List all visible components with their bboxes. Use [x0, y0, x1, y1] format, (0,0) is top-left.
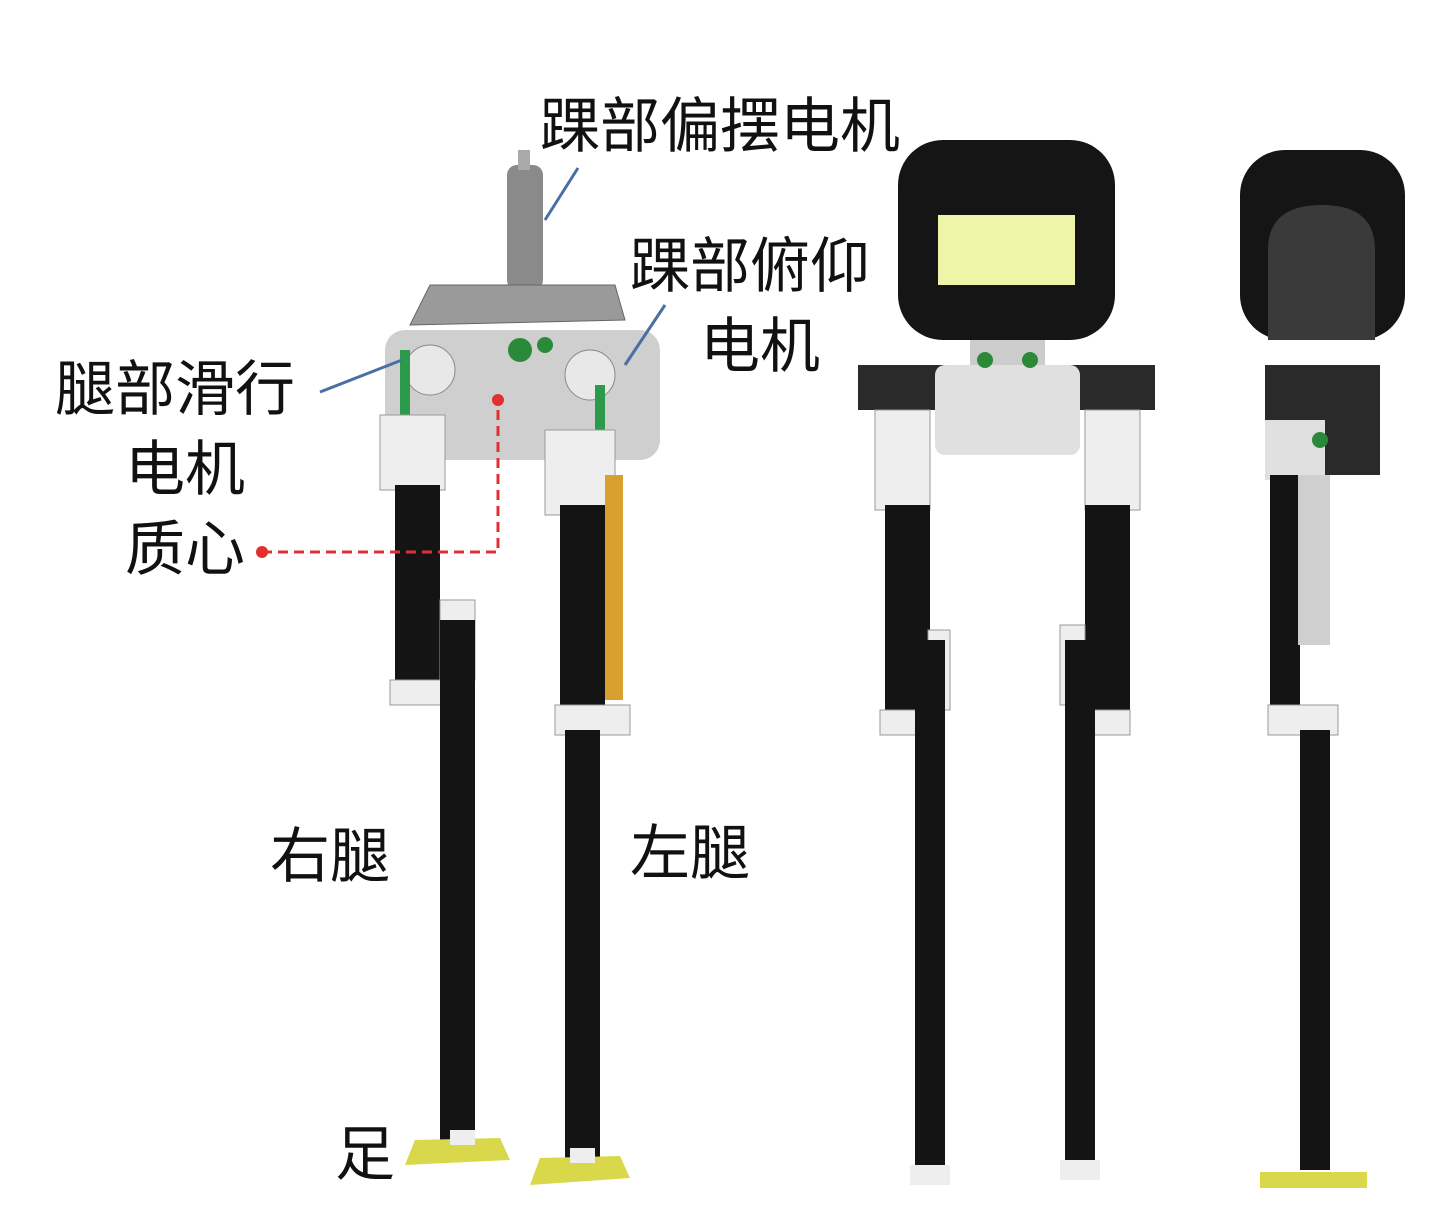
right-foot — [405, 1138, 510, 1165]
label-foot: 足 — [335, 1120, 395, 1190]
head-dome — [1268, 205, 1375, 340]
leader-line-ankle-yaw — [543, 167, 580, 221]
right-leg-lower — [440, 620, 475, 1150]
label-ankle-yaw-motor: 踝部偏摆电机 — [540, 92, 900, 162]
ankle-yaw-motor-body — [507, 165, 543, 290]
robot-perspective-view — [379, 150, 660, 1185]
robot-side-view — [1240, 150, 1405, 1188]
label-leg-slide-motor-1: 腿部滑行 — [55, 355, 295, 425]
left-leg-upper — [560, 505, 605, 720]
leader-line-leg-slide — [319, 358, 403, 394]
right-leg-lower — [915, 640, 945, 1180]
left-leg-bracket — [544, 429, 616, 516]
foot — [1260, 1172, 1367, 1188]
com-dashed-line — [262, 400, 500, 554]
label-center-of-mass: 质心 — [125, 515, 245, 585]
label-ankle-pitch-motor-2: 电机 — [700, 312, 820, 382]
screen — [938, 215, 1075, 285]
leg-lower — [1300, 730, 1330, 1170]
leg-upper — [1270, 475, 1300, 715]
orange-rod — [605, 475, 623, 700]
right-leg-bracket — [379, 414, 446, 491]
robot-front-view — [858, 140, 1155, 1185]
leader-line-ankle-pitch — [623, 304, 667, 366]
label-ankle-pitch-motor-1: 踝部俯仰 — [630, 232, 870, 302]
right-leg-upper — [395, 485, 440, 690]
label-leg-slide-motor-2: 电机 — [125, 435, 245, 505]
top-plate — [409, 284, 626, 326]
left-foot — [530, 1156, 630, 1185]
com-marker-end — [492, 394, 504, 406]
com-marker-start — [256, 546, 268, 558]
label-left-leg: 左腿 — [630, 819, 750, 889]
label-right-leg: 右腿 — [270, 822, 390, 892]
left-leg-lower — [1065, 640, 1095, 1175]
left-leg-lower — [565, 730, 600, 1160]
